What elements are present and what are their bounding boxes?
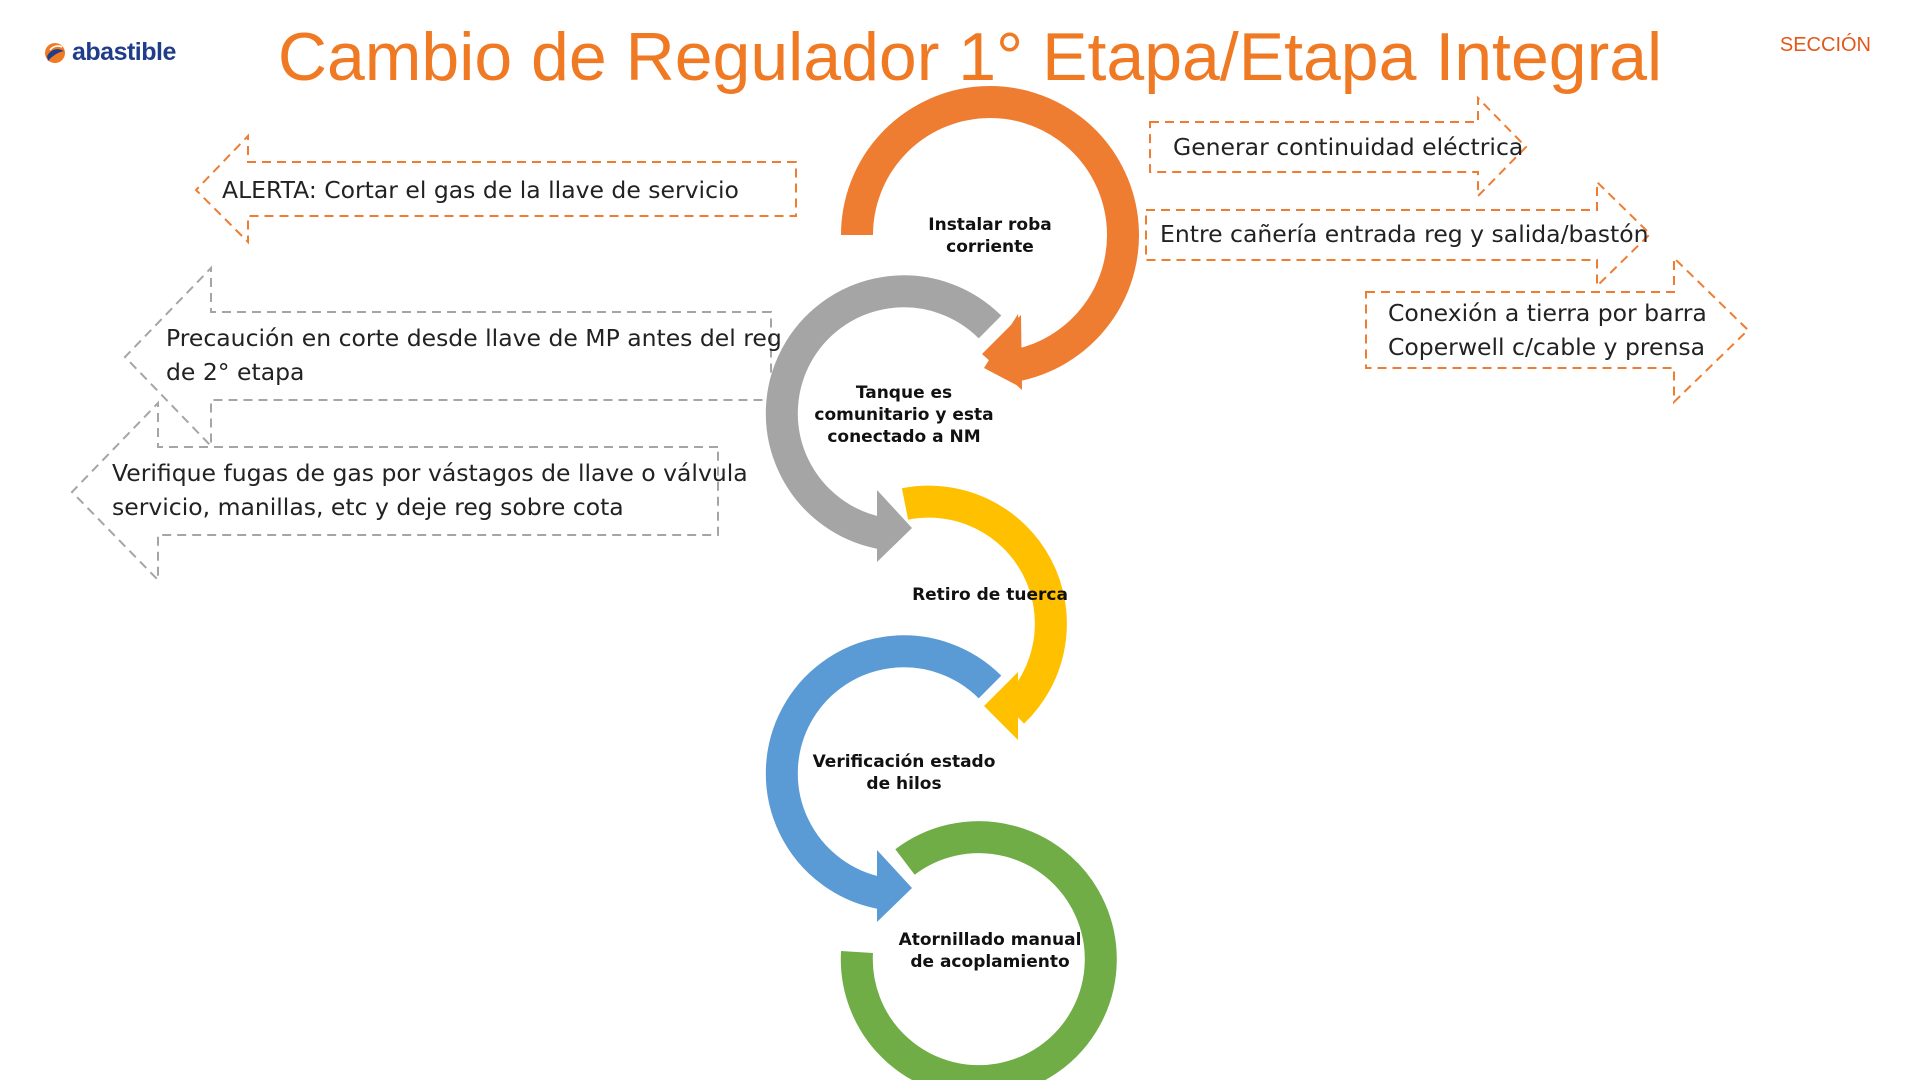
right-note-1-line-1: Generar continuidad eléctrica — [1173, 133, 1523, 161]
step-1-ring — [841, 86, 1139, 382]
page-title: Cambio de Regulador 1° Etapa/Etapa Integ… — [277, 19, 1663, 95]
right-note-2-line-1: Entre cañería entrada reg y salida/bastó… — [1160, 220, 1649, 248]
left-note-1-line-1: ALERTA: Cortar el gas de la llave de ser… — [222, 176, 739, 204]
left-note-3-line-1: Verifique fugas de gas por vástagos de l… — [112, 459, 748, 487]
step-1-label-line-1: Instalar roba — [928, 215, 1051, 235]
right-note-2-arrow — [1145, 179, 1652, 289]
logo-text: abastible — [72, 38, 176, 66]
left-note-3-line-2: servicio, manillas, etc y deje reg sobre… — [112, 493, 624, 521]
step-2-label-line-1: Tanque es — [856, 383, 952, 403]
step-1-arrowhead-tip — [982, 315, 1022, 390]
right-note-3-line-1: Conexión a tierra por barra — [1388, 299, 1707, 327]
step-3-arrowhead — [984, 672, 1018, 740]
left-note-2-arrow — [123, 265, 772, 449]
step-3-ring — [901, 485, 1067, 724]
step-2-arrowhead — [877, 490, 912, 562]
step-5-label-line-2: de acoplamiento — [910, 952, 1069, 972]
right-note-3-arrow — [1365, 255, 1750, 405]
logo-flame-icon — [45, 42, 65, 63]
step-1-label-line-2: corriente — [946, 237, 1034, 257]
right-note-1-arrow — [1149, 95, 1528, 199]
left-note-2-line-2: de 2° etapa — [166, 358, 304, 386]
abastible-logo: abastible — [44, 38, 176, 67]
step-5-ring — [840, 821, 1117, 1080]
step-4-label-line-1: Verificación estado — [813, 752, 996, 772]
left-note-1-arrow — [194, 133, 797, 245]
step-4-ring — [765, 635, 1002, 909]
step-2-label-line-2: comunitario y esta — [814, 405, 993, 425]
section-label: SECCIÓN — [1779, 34, 1871, 56]
step-4-arrowhead — [877, 850, 912, 922]
step-3-label-line-1: Retiro de tuerca — [912, 585, 1068, 605]
step-2-label-line-3: conectado a NM — [827, 427, 980, 447]
right-note-3-line-2: Coperwell c/cable y prensa — [1388, 333, 1705, 361]
step-2-ring — [765, 275, 1002, 549]
step-5-label-line-1: Atornillado manual — [899, 930, 1082, 950]
step-4-label-line-2: de hilos — [866, 774, 941, 794]
left-note-3-arrow — [70, 400, 719, 583]
left-note-2-line-1: Precaución en corte desde llave de MP an… — [166, 324, 782, 352]
